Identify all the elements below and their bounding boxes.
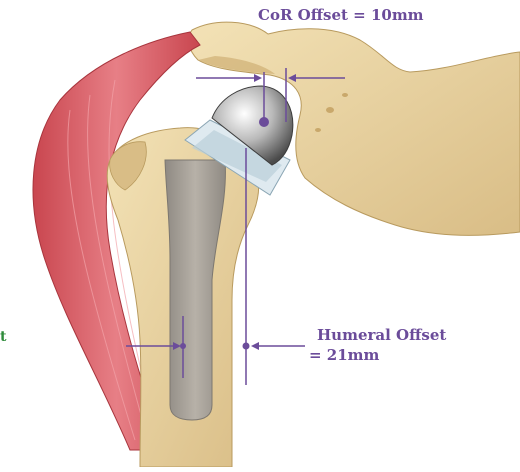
stem-axis-dot — [180, 343, 186, 349]
center-of-rotation-dot — [259, 117, 269, 127]
humeral-offset-value: = 21mm — [309, 346, 379, 364]
humeral-offset-arrowhead — [251, 342, 259, 350]
cropped-edge-text: t — [0, 328, 6, 346]
humeral-offset-dot — [243, 343, 250, 350]
humeral-offset-label: Humeral Offset — [317, 326, 446, 344]
cor-arrowhead-left — [254, 74, 262, 82]
bone-pit-2 — [315, 128, 321, 132]
cor-offset-label: CoR Offset = 10mm — [258, 6, 424, 24]
bone-pit-1 — [326, 107, 334, 113]
bone-pit-3 — [342, 93, 348, 97]
